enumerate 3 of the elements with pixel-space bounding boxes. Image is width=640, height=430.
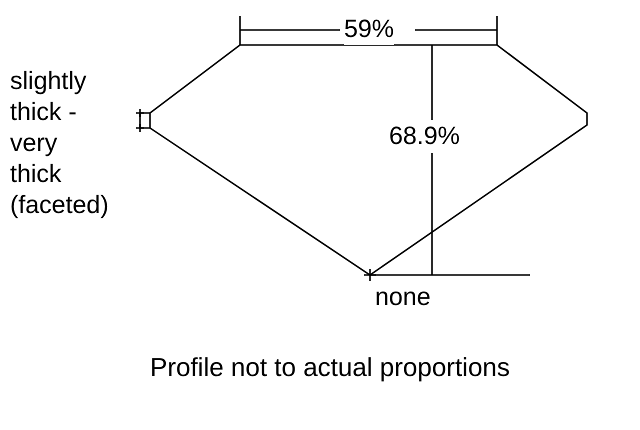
girdle-label: slightly thick - very thick (faceted) (10, 66, 109, 221)
culet-label: none (375, 282, 431, 313)
caption: Profile not to actual proportions (150, 352, 510, 383)
